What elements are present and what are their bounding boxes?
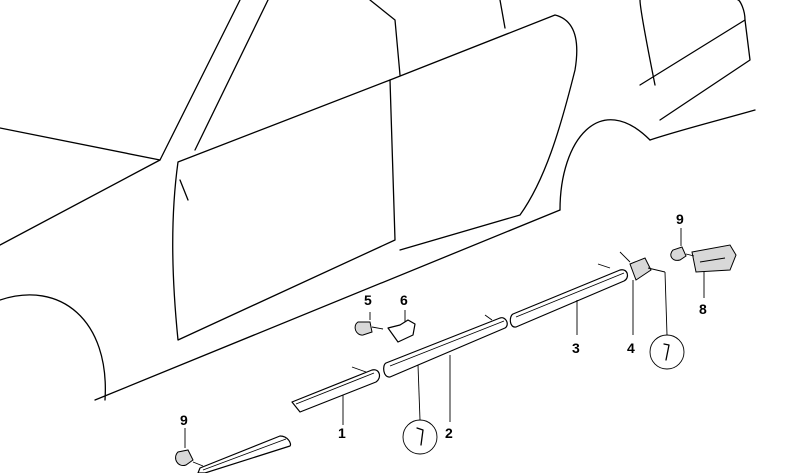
label-1: 1 [338, 425, 346, 441]
label-6: 6 [400, 292, 408, 308]
part-3-moulding [509, 263, 629, 335]
label-9-bottom: 9 [180, 412, 188, 428]
part-1-moulding [291, 366, 381, 425]
part-8-cover [691, 244, 737, 298]
part-2-moulding [383, 314, 508, 455]
part-4-end-cap [619, 251, 685, 370]
label-2: 2 [445, 425, 453, 441]
label-9-top: 9 [676, 211, 684, 227]
part-6-fastener [387, 310, 416, 343]
part-9-rivet-bottom [175, 428, 292, 473]
label-5: 5 [364, 292, 372, 308]
label-3: 3 [572, 340, 580, 356]
label-8: 8 [699, 301, 707, 317]
part-5-clip [354, 312, 384, 336]
part-9-rivet-top [670, 228, 695, 261]
car-body-outline [0, 0, 756, 401]
label-4: 4 [627, 340, 635, 356]
